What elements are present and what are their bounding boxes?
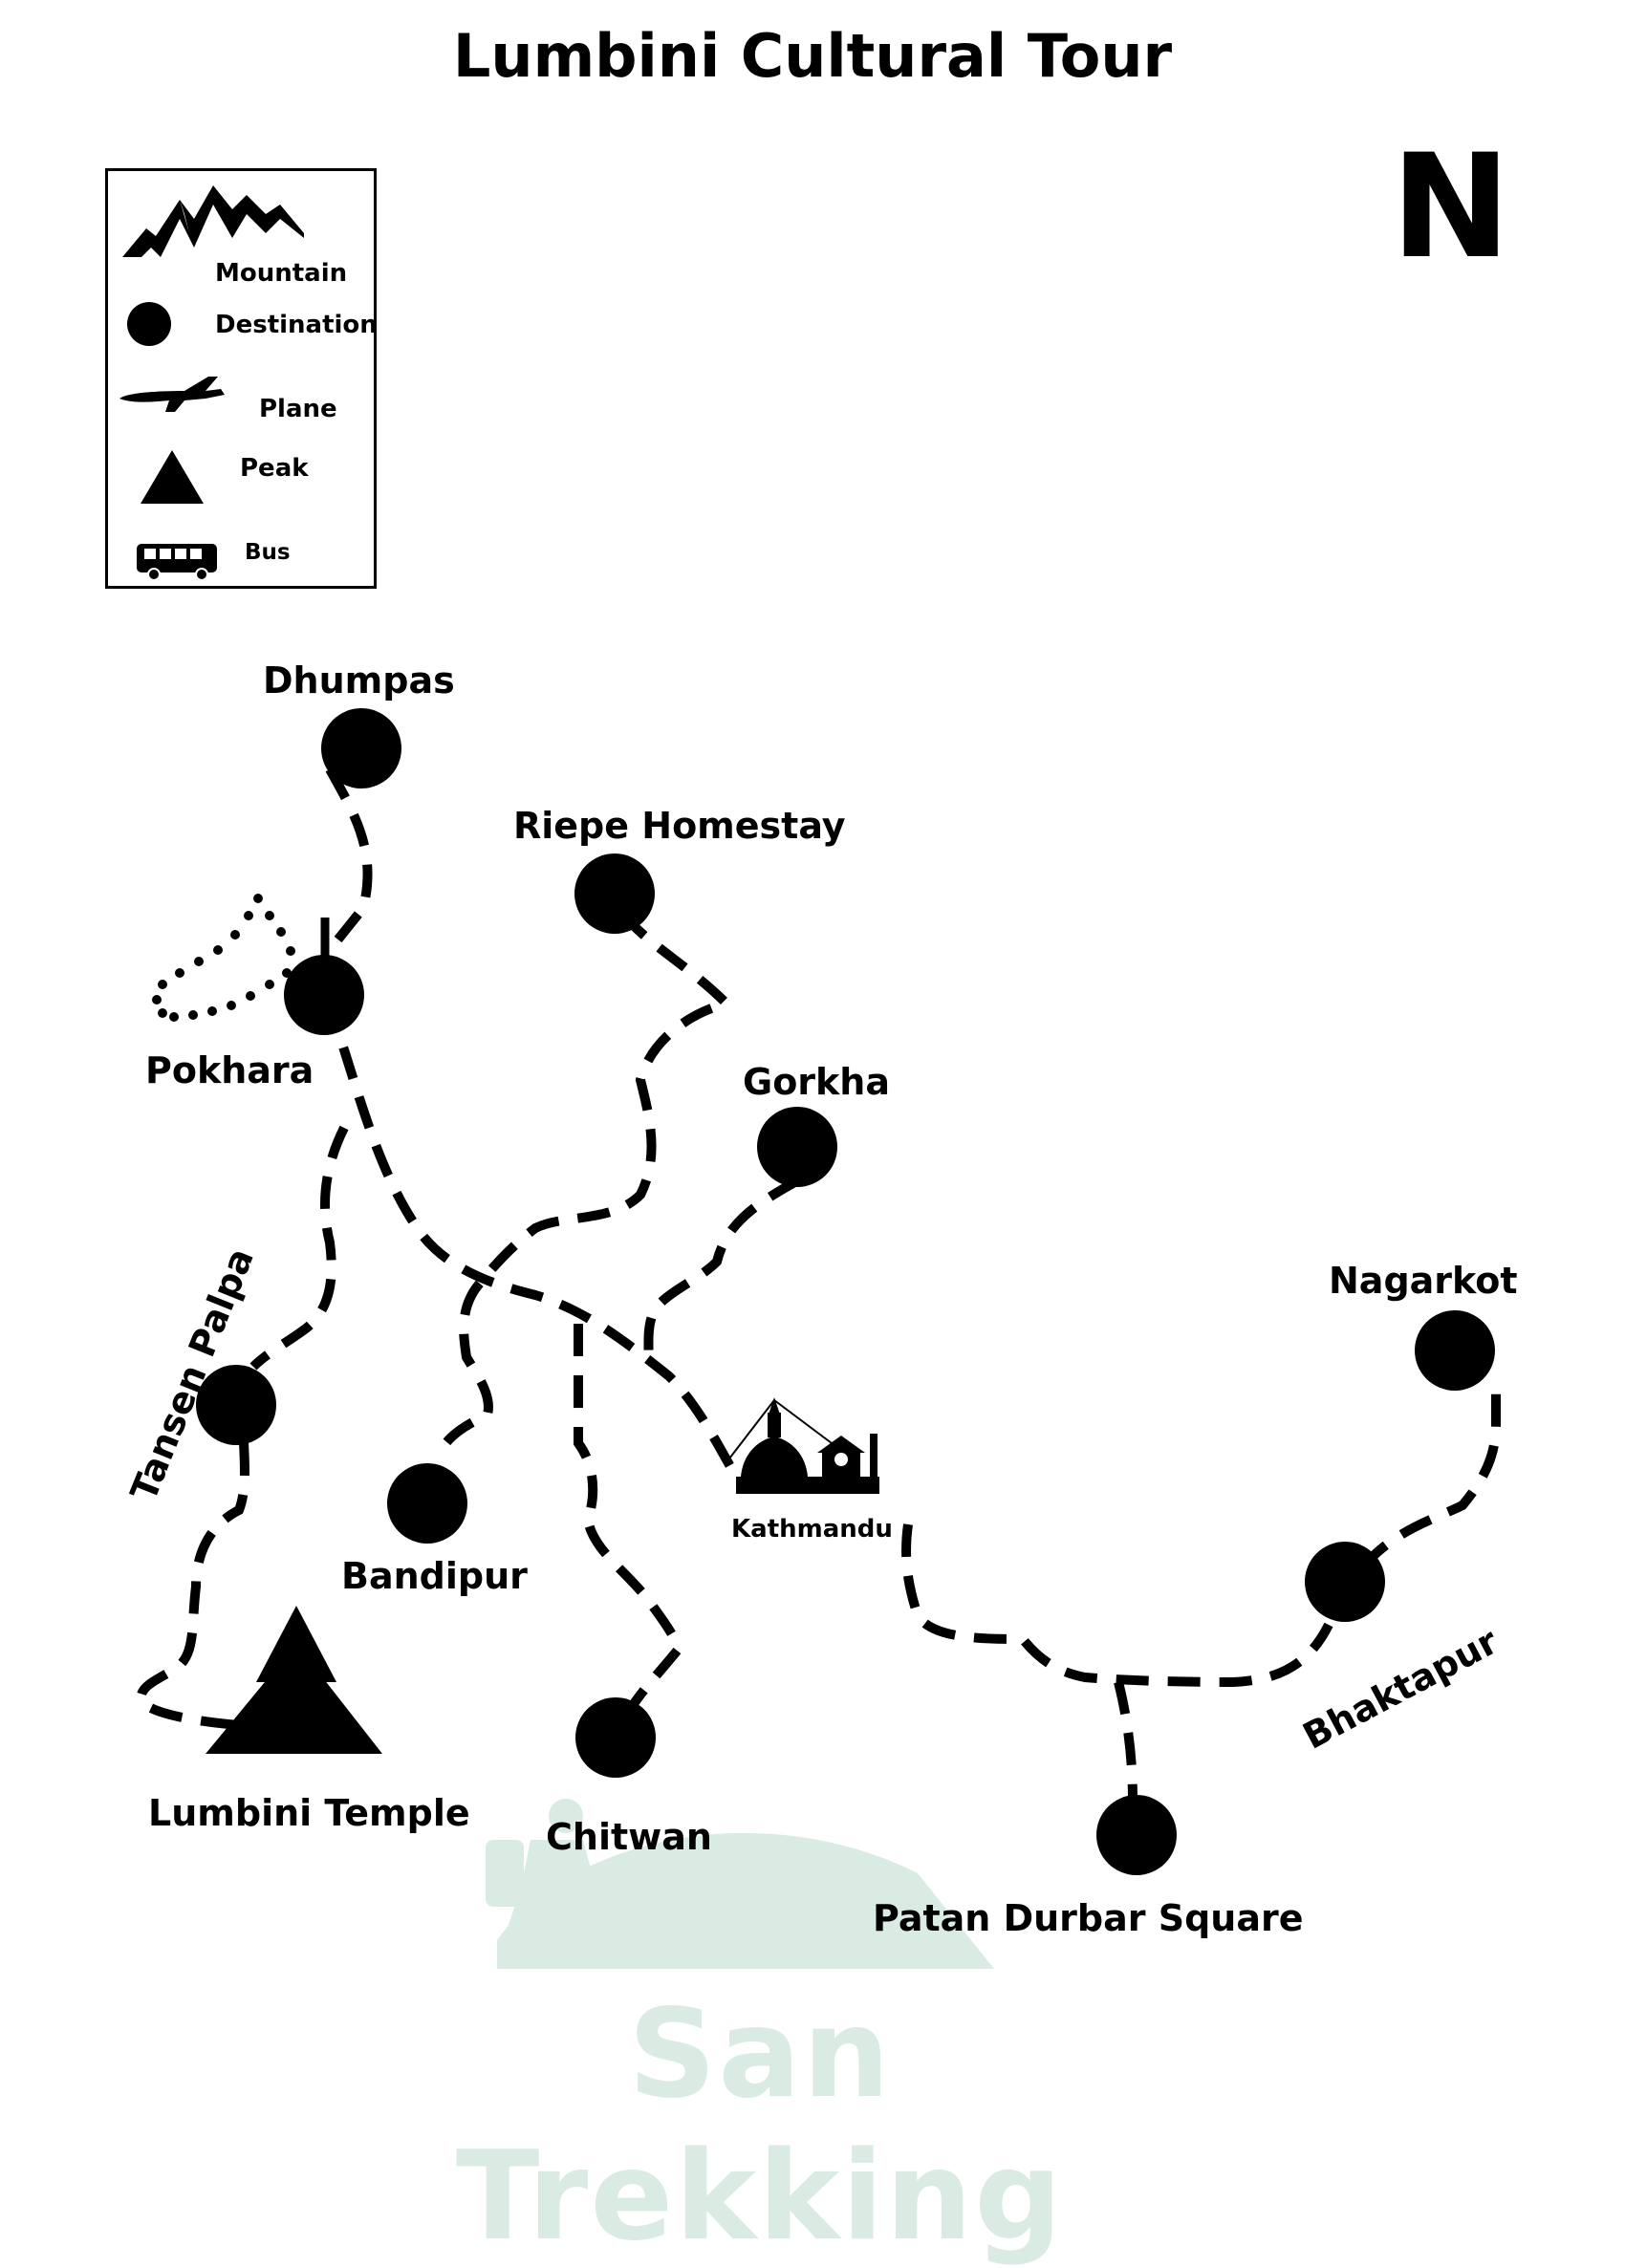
map-canvas: Lumbini Cultural Tour N Mountain Destina… [105,21,1518,2268]
dotted-trail [152,894,295,1022]
watermark-backpack [486,1840,524,1907]
mountain-icon [122,185,304,257]
watermark-hiker-head [549,1799,583,1833]
destination-dot-tansen[interactable] [196,1365,276,1445]
bus-icon [137,544,217,581]
route-bhaktapur-nagarkot [1358,1376,1501,1571]
label-pokhara: Pokhara [145,1049,314,1091]
label-riepe-homestay: Riepe Homestay [513,805,846,847]
label-bandipur: Bandipur [341,1555,528,1597]
legend-plane-label: Plane [259,395,337,423]
route-gorkha [643,1176,801,1368]
destinations [196,708,1495,1875]
label-kathmandu: Kathmandu [731,1515,893,1544]
page-title: Lumbini Cultural Tour [452,21,1173,91]
watermark-mountain-shape [497,1832,994,1969]
watermark-hiker-body [497,1840,612,1969]
destination-dot-riepe[interactable] [574,853,655,934]
label-dhumpas: Dhumpas [263,659,455,702]
destination-icon [127,302,171,346]
destination-dot-dhumpas[interactable] [321,708,401,788]
destination-dot-bhaktapur[interactable] [1305,1542,1385,1622]
route-kathmandu-bhaktapur [901,1523,1333,1688]
route-junction-bandipur [435,1282,493,1456]
north-indicator: N [1391,124,1511,291]
route-dhumpas-pokhara [321,767,373,960]
label-chitwan: Chitwan [546,1816,712,1858]
route-pokhara-tansen [249,1125,349,1371]
watermark-logo [486,1799,994,1969]
legend-bus-label: Bus [245,540,291,565]
legend-box: Mountain Destination Plane Peak Bus [105,168,378,589]
destination-dot-pokhara[interactable] [284,955,364,1035]
label-lumbini-temple: Lumbini Temple [148,1792,470,1834]
label-gorkha: Gorkha [743,1061,891,1103]
destination-dot-nagarkot[interactable] [1415,1310,1495,1391]
legend-destination-label: Destination [215,311,378,339]
watermark-text: San Trekking [455,1983,1065,2268]
label-patan-durbar-square: Patan Durbar Square [873,1897,1304,1939]
legend-mountain-label: Mountain [215,259,348,288]
route-map [136,708,1501,1969]
route-pokhara-kathmandu [322,997,741,1480]
destination-dot-patan[interactable] [1096,1795,1177,1875]
route-riepe-junction [474,909,736,1289]
destination-dot-gorkha[interactable] [757,1107,837,1187]
route-tansen-lumbini [136,1442,249,1730]
peak-legend-icon [141,450,204,504]
peak-icon [206,1606,382,1754]
routes [136,767,1501,1803]
stupa-icon [726,1397,879,1494]
route-to-patan [1114,1680,1138,1803]
label-nagarkot: Nagarkot [1329,1260,1518,1302]
plane-icon [119,377,225,412]
destination-dot-chitwan[interactable] [575,1697,656,1778]
legend-peak-label: Peak [240,454,309,483]
destination-dot-bandipur[interactable] [387,1463,467,1544]
route-junction-chitwan [574,1324,684,1718]
